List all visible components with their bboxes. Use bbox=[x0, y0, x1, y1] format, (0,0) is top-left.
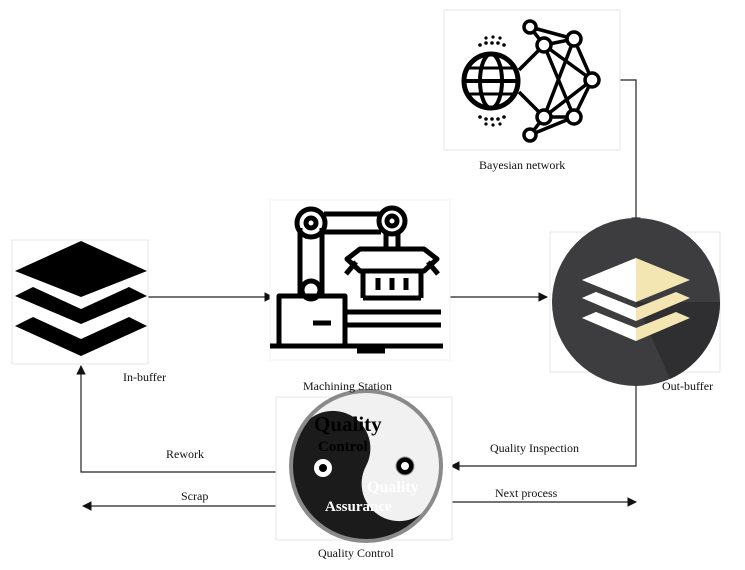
next-process-label: Next process bbox=[495, 486, 558, 500]
scrap-label: Scrap bbox=[181, 489, 209, 503]
edge-quality-inspection bbox=[450, 372, 637, 471]
layers-icon bbox=[15, 241, 147, 356]
robot-arm-icon bbox=[270, 205, 443, 354]
emblem-text-quality-top: Quality bbox=[314, 412, 382, 436]
rework-label: Rework bbox=[166, 447, 204, 461]
layers-icon-light bbox=[582, 258, 690, 341]
emblem-text-assurance: Assurance bbox=[325, 499, 392, 515]
quality-inspection-label: Quality Inspection bbox=[490, 441, 579, 455]
out-buffer-label: Out-buffer bbox=[662, 379, 714, 393]
globe-network-icon bbox=[461, 19, 601, 143]
bayesian-network-label: Bayesian network bbox=[479, 158, 566, 172]
out-buffer-node bbox=[549, 218, 721, 386]
quality-control-node bbox=[275, 389, 453, 543]
emblem-text-control: Control bbox=[318, 439, 368, 455]
in-buffer-node bbox=[11, 239, 149, 365]
quality-control-label: Quality Control bbox=[318, 546, 394, 560]
edge-rework bbox=[76, 365, 276, 473]
machining-station-node bbox=[269, 199, 451, 361]
bayesian-network-node bbox=[443, 9, 621, 151]
machining-station-label: Machining Station bbox=[303, 379, 392, 393]
yin-yang-emblem bbox=[289, 389, 443, 543]
emblem-text-quality-bottom: Quality bbox=[367, 479, 419, 496]
in-buffer-label: In-buffer bbox=[123, 370, 167, 384]
